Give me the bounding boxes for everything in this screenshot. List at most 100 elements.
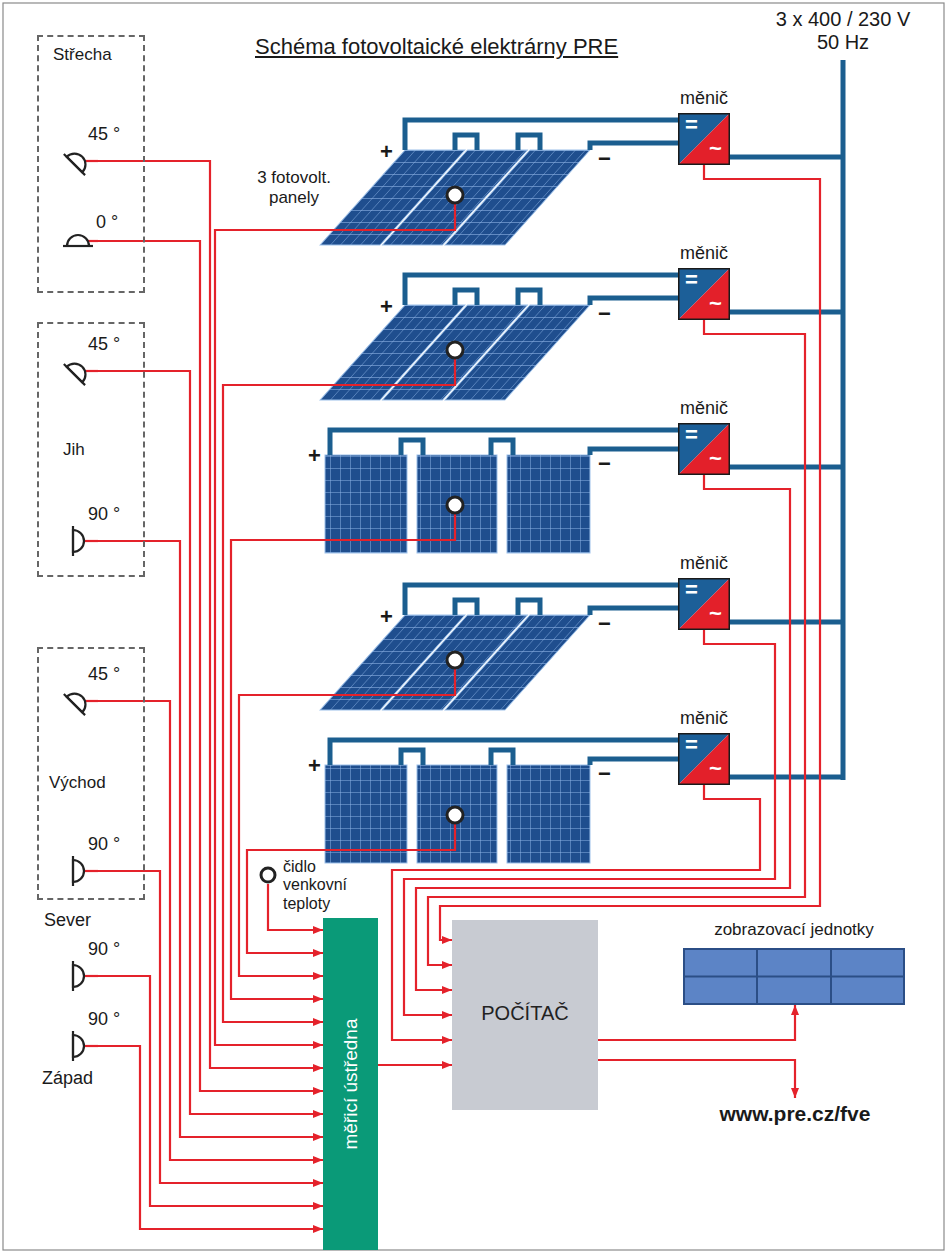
sensor-ring <box>261 868 275 882</box>
diagram-title: Schéma fotovoltaické elektrárny PRE <box>255 34 618 59</box>
module-jumper <box>518 600 540 615</box>
computer-name: POČÍTAČ <box>481 1002 568 1025</box>
sensor-icon <box>58 224 98 256</box>
inverter-outline <box>679 734 730 785</box>
sensor-icon <box>58 354 98 386</box>
dc-plus-wire <box>405 275 678 305</box>
dc-plus-wire <box>330 740 678 765</box>
pv-module <box>445 615 590 710</box>
ac-wire <box>730 310 843 315</box>
dc-symbol: = <box>685 733 698 757</box>
sensor-icon <box>58 854 98 886</box>
ac-wire <box>730 155 843 160</box>
inverter-name: měnič <box>680 88 728 109</box>
signal-connector <box>98 241 323 1091</box>
irradiance-sensor: 90 ° <box>58 959 98 991</box>
polarity-minus: − <box>598 763 611 785</box>
signal-connector <box>428 320 805 965</box>
display-grid <box>683 948 905 1005</box>
sensor-base <box>63 245 93 247</box>
angle-label: 90 ° <box>88 1009 120 1030</box>
polarity-minus: − <box>598 613 611 635</box>
polarity-plus: + <box>308 755 321 777</box>
inverter-name: měnič <box>680 398 728 419</box>
signal-connector <box>440 165 820 940</box>
polarity-plus: + <box>380 296 393 318</box>
sensor-lead <box>84 1045 98 1047</box>
module-jumper <box>518 135 540 150</box>
dc-plus-wire <box>405 585 678 615</box>
sensor-base <box>72 961 74 991</box>
pv-module <box>325 455 407 553</box>
signal-connector <box>98 1046 323 1229</box>
panel-temperature-sensor <box>447 342 463 358</box>
polarity-plus: + <box>380 141 393 163</box>
direction-name: Sever <box>44 910 91 931</box>
ac-wire <box>730 465 843 470</box>
inverter-name: měnič <box>680 708 728 729</box>
sensor-lead <box>85 160 98 162</box>
dc-symbol: = <box>685 268 698 292</box>
angle-label: 90 ° <box>88 939 120 960</box>
signal-connector <box>378 1064 452 1066</box>
ac-half <box>678 268 730 320</box>
polarity-minus: − <box>598 303 611 325</box>
dc-half <box>678 268 730 320</box>
inverter-box: měnič=~ <box>678 578 730 630</box>
angle-label: 45 ° <box>88 664 120 685</box>
sensor-symbol <box>73 526 84 556</box>
sensor-lead <box>88 240 98 242</box>
signal-connector <box>598 1005 795 1040</box>
sensor-dome <box>67 235 89 246</box>
polarity-plus: + <box>380 606 393 628</box>
irradiance-sensor: 90 ° <box>58 524 98 556</box>
sensor-icon <box>58 1029 98 1061</box>
computer-box: POČÍTAČ <box>452 920 598 1110</box>
dashed-region: Střecha45 °0 ° <box>37 35 145 293</box>
polarity-minus: − <box>598 453 611 475</box>
inverter-box: měnič=~ <box>678 733 730 785</box>
page-frame <box>3 3 944 1250</box>
sensor-base <box>72 526 74 556</box>
angle-label: 90 ° <box>88 834 120 855</box>
pv-module <box>325 765 407 863</box>
signal-connector <box>98 371 323 1114</box>
irradiance-sensor: 0 ° <box>58 224 98 256</box>
dc-symbol: = <box>685 578 698 602</box>
sensor-icon <box>58 144 98 176</box>
display-dividers <box>684 949 904 1004</box>
sensor-base <box>64 694 85 715</box>
irradiance-sensor: 45 ° <box>58 354 98 386</box>
sensor-circle <box>259 866 277 884</box>
inverter-outline <box>679 424 730 475</box>
panel-note: 3 fotovolt. panely <box>248 168 340 208</box>
sensor-symbol <box>64 686 93 715</box>
module-jumper <box>491 750 513 765</box>
sensor-dome <box>73 530 84 552</box>
ac-half <box>678 733 730 785</box>
sensor-symbol <box>73 961 84 991</box>
ac-wire <box>730 620 843 625</box>
dc-plus-wire <box>405 120 678 150</box>
sensor-lead <box>84 975 98 977</box>
region-name: Jih <box>63 440 85 460</box>
region-name: Východ <box>49 773 106 793</box>
display-frame <box>684 949 904 1004</box>
dc-half <box>678 423 730 475</box>
inverter-name: měnič <box>680 243 728 264</box>
dc-symbol: = <box>685 113 698 137</box>
pv-module <box>507 455 590 553</box>
ac-symbol: ~ <box>709 292 722 316</box>
panel-temperature-sensor <box>447 497 463 513</box>
signal-connector <box>98 541 323 1137</box>
sensor-lead <box>85 370 98 372</box>
irradiance-sensor: 45 ° <box>58 684 98 716</box>
inverter-outline <box>679 579 730 630</box>
sensor-icon <box>58 684 98 716</box>
dc-half <box>678 733 730 785</box>
pv-module <box>445 305 590 400</box>
angle-label: 90 ° <box>88 504 120 525</box>
irradiance-sensor: 90 ° <box>58 854 98 886</box>
dashed-region: Východ 45 ° 90 ° <box>37 647 145 900</box>
sensor-icon <box>58 959 98 991</box>
